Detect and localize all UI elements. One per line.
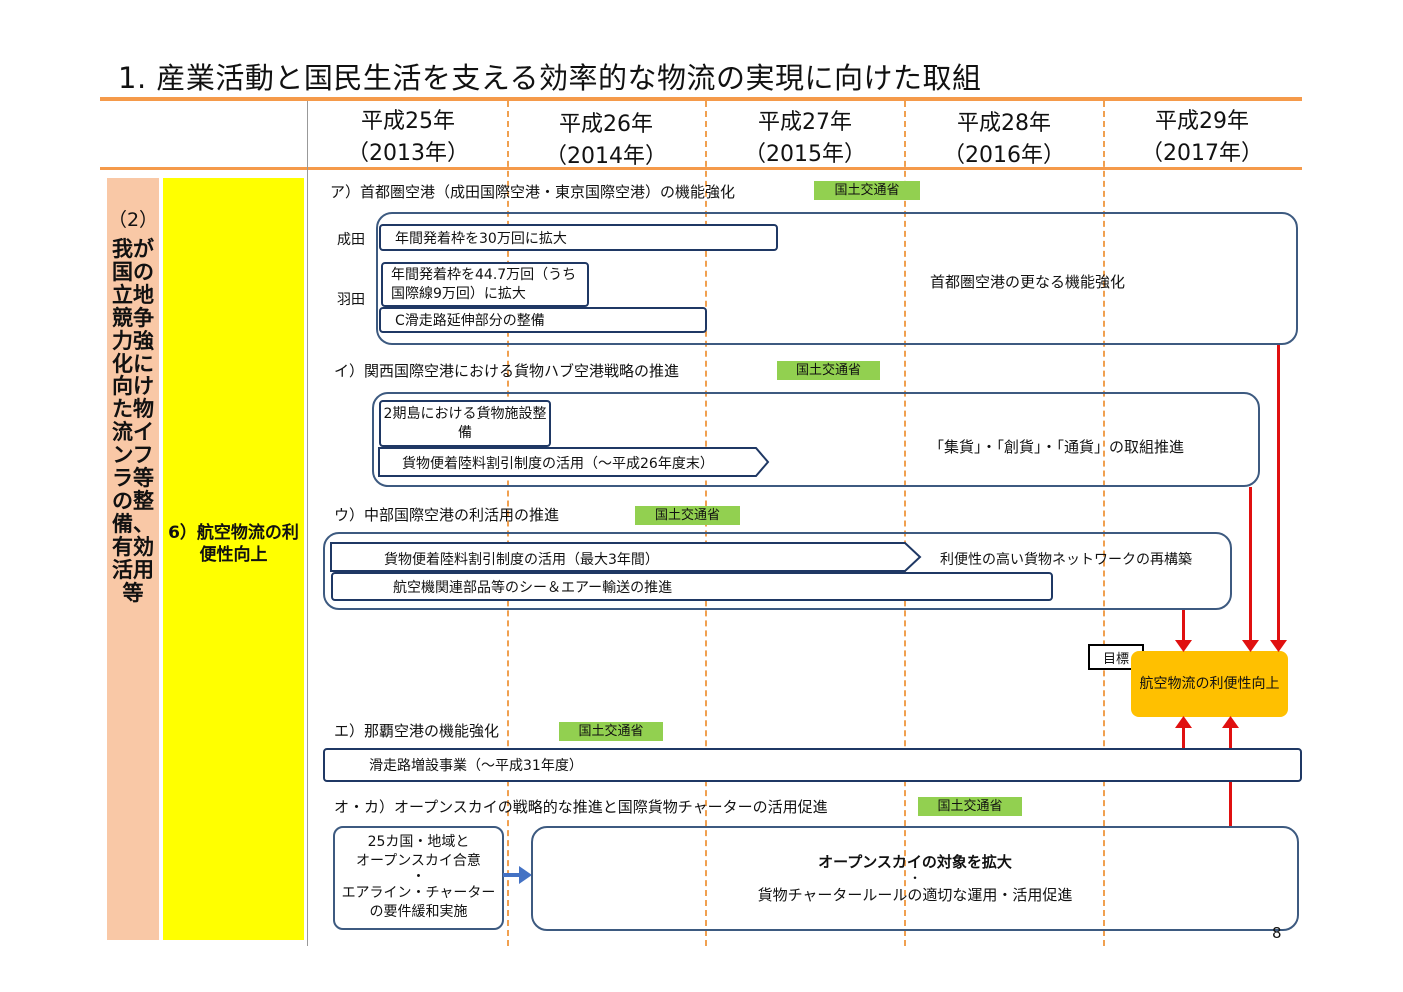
year-ad: （2016年）	[943, 143, 1065, 168]
centrair-discount-task: 貨物便着陸料割引制度の活用（最大3年間）	[384, 552, 659, 568]
open-skies-line1: 25カ国・地域と	[367, 834, 470, 850]
arrow-u-to-goal	[1182, 610, 1185, 645]
section-u-goal: 利便性の高い貨物ネットワークの再構築	[940, 552, 1192, 568]
separator-dot: ・	[411, 869, 426, 885]
year-era: 平成28年	[957, 111, 1051, 136]
year-ad: （2013年）	[347, 141, 469, 166]
year-divider-dashed	[507, 101, 509, 946]
section-i-goal: 「集貨」・「創貨」・「通貨」の取組推進	[929, 438, 1185, 456]
header-rule	[100, 167, 1302, 170]
column-divider	[307, 101, 308, 946]
haneda-task-slots: 年間発着枠を44.7万回（うち国際線9万回）に拡大	[381, 262, 589, 307]
arrow-head-down	[1242, 640, 1259, 652]
year-divider-dashed	[904, 101, 906, 946]
arrow-e-to-goal	[1182, 726, 1185, 750]
arrow-head-up	[1175, 716, 1192, 728]
arrow-i-to-goal	[1249, 487, 1252, 645]
narita-label: 成田	[337, 232, 365, 248]
haneda-label: 羽田	[337, 292, 365, 308]
ministry-badge: 国土交通省	[918, 797, 1022, 816]
narita-task: 年間発着枠を30万回に拡大	[379, 224, 778, 251]
page-title: 1. 産業活動と国民生活を支える効率的な物流の実現に向けた取組	[118, 61, 982, 95]
section-u-heading: ウ）中部国際空港の利活用の推進	[334, 506, 560, 524]
year-header-2016: 平成28年 （2016年）	[906, 108, 1102, 172]
centrair-discount-arrow	[330, 542, 922, 572]
open-skies-goal-box: オープンスカイの対象を拡大 ・ 貨物チャータールールの適切な運用・活用促進	[531, 826, 1299, 931]
kix-discount-task: 貨物便着陸料割引制度の活用（～平成26年度末）	[402, 456, 714, 472]
section-i-frame	[372, 392, 1260, 487]
year-era: 平成27年	[758, 110, 852, 135]
year-header-2013: 平成25年 （2013年）	[310, 106, 506, 170]
naha-runway-task: 滑走路増設事業（～平成31年度）	[323, 748, 1302, 782]
ministry-badge: 国土交通省	[635, 506, 740, 525]
section-o-heading: オ・カ）オープンスカイの戦略的な推進と国際貨物チャーターの活用促進	[334, 798, 828, 816]
arrow-a-to-goal	[1277, 345, 1280, 645]
year-ad: （2015年）	[744, 142, 866, 167]
open-skies-line4: の要件緩和実施	[369, 904, 468, 920]
item-label: 6）航空物流の利便性向上	[168, 523, 299, 565]
section-u-frame	[323, 532, 1232, 610]
ministry-badge: 国土交通省	[777, 361, 880, 380]
arrow-right-icon	[503, 866, 532, 884]
section-a-frame	[376, 212, 1298, 345]
kix-facility-task: 2期島における貨物施設整備	[379, 400, 551, 447]
goal-box: 航空物流の利便性向上	[1131, 651, 1288, 717]
section-a-heading: ア）首都圏空港（成田国際空港・東京国際空港）の機能強化	[330, 183, 736, 201]
year-header-2017: 平成29年 （2017年）	[1104, 106, 1300, 170]
year-divider-dashed	[1103, 101, 1105, 946]
separator-dot: ・	[908, 871, 921, 885]
year-era: 平成29年	[1155, 109, 1249, 134]
open-skies-goal-line1: オープンスカイの対象を拡大	[818, 853, 1012, 871]
open-skies-line2: オープンスカイ合意	[356, 853, 481, 869]
category-number: （2）	[107, 209, 159, 231]
year-era: 平成25年	[361, 109, 455, 134]
open-skies-goal-line2: 貨物チャータールールの適切な運用・活用促進	[757, 886, 1073, 904]
haneda-task-runway: C滑走路延伸部分の整備	[379, 307, 707, 333]
arrow-head-down	[1270, 640, 1287, 652]
open-skies-line3: エアライン・チャーター	[341, 885, 496, 901]
arrow-head-up	[1222, 716, 1239, 728]
year-ad: （2014年）	[545, 144, 667, 169]
kix-discount-arrow	[378, 447, 770, 477]
year-header-2015: 平成27年 （2015年）	[707, 107, 903, 171]
category-text: 我が国の立地競争力強化に向けた物流インフラ等の整備、有効活用等	[112, 237, 154, 605]
title-rule	[100, 97, 1302, 101]
page-number: 8	[1272, 924, 1282, 942]
section-e-heading: エ）那覇空港の機能強化	[334, 722, 500, 740]
year-header-2014: 平成26年 （2014年）	[508, 109, 704, 173]
centrair-sea-air-task: 航空機関連部品等のシー＆エアー輸送の推進	[331, 572, 1053, 601]
ministry-badge: 国土交通省	[814, 181, 920, 200]
year-era: 平成26年	[559, 112, 653, 137]
ministry-badge: 国土交通省	[559, 722, 663, 741]
category-column	[107, 178, 159, 940]
section-i-heading: イ）関西国際空港における貨物ハブ空港戦略の推進	[334, 362, 680, 380]
item-column	[163, 178, 304, 940]
arrow-head-down	[1175, 640, 1192, 652]
section-a-goal: 首都圏空港の更なる機能強化	[930, 273, 1126, 291]
year-ad: （2017年）	[1141, 141, 1263, 166]
open-skies-agreement-box: 25カ国・地域と オープンスカイ合意 ・ エアライン・チャーター の要件緩和実施	[333, 826, 504, 930]
